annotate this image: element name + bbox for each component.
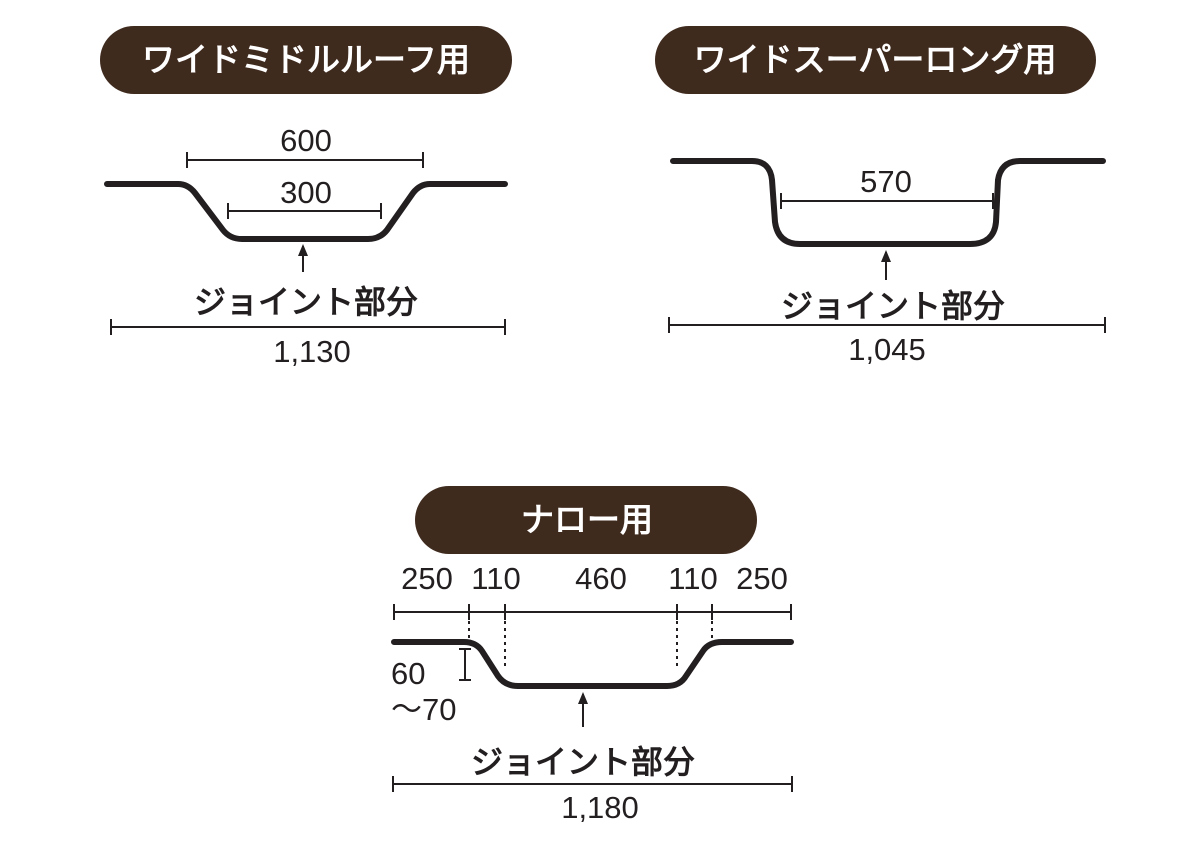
segment-label: 110 xyxy=(471,561,520,596)
joint-arrow xyxy=(298,244,308,272)
segment-label: 110 xyxy=(668,561,717,596)
panel-wide-super-long: ワイドスーパーロング用 570 ジョイント部分 1,045 xyxy=(655,26,1106,367)
inner-dimension-value: 300 xyxy=(280,175,332,210)
joint-label: ジョイント部分 xyxy=(194,283,418,321)
joint-label: ジョイント部分 xyxy=(471,743,695,781)
dotted-guides xyxy=(468,614,713,668)
panel-title: ナロー用 xyxy=(521,500,653,539)
panel-wide-middle-roof: ワイドミドルルーフ用 600 300 ジョイント部分 1,130 xyxy=(100,26,512,369)
panel-title: ワイドスーパーロング用 xyxy=(694,40,1057,79)
roof-profile xyxy=(670,158,1106,247)
roof-profile xyxy=(104,181,508,242)
inner-dimension-line xyxy=(227,203,382,219)
title-badge xyxy=(655,26,1096,94)
total-width-line xyxy=(392,776,793,792)
segment-dimension-line xyxy=(393,604,792,620)
title-badge xyxy=(100,26,512,94)
joint-arrow xyxy=(881,250,891,280)
roof-profile xyxy=(391,639,794,689)
total-width-value: 1,180 xyxy=(561,790,639,825)
joint-label: ジョイント部分 xyxy=(781,287,1005,325)
panel-title: ワイドミドルルーフ用 xyxy=(142,40,470,79)
segment-label: 460 xyxy=(575,561,627,596)
outer-dimension-line xyxy=(186,152,424,168)
total-width-value: 1,130 xyxy=(273,334,351,369)
inner-dimension-value: 570 xyxy=(860,164,912,199)
total-width-value: 1,045 xyxy=(848,332,926,367)
panel-narrow: ナロー用 250 110 460 110 250 xyxy=(391,486,794,825)
segment-label: 250 xyxy=(401,561,453,596)
inner-dimension-line xyxy=(780,193,994,209)
joint-arrow xyxy=(578,692,588,727)
total-width-line xyxy=(110,319,506,335)
outer-dimension-value: 600 xyxy=(280,123,332,158)
depth-value-line2: 〜70 xyxy=(391,692,456,727)
total-width-line xyxy=(668,317,1106,333)
depth-value-line1: 60 xyxy=(391,656,425,691)
depth-indicator xyxy=(459,648,471,681)
segment-label: 250 xyxy=(736,561,788,596)
title-badge xyxy=(415,486,757,554)
